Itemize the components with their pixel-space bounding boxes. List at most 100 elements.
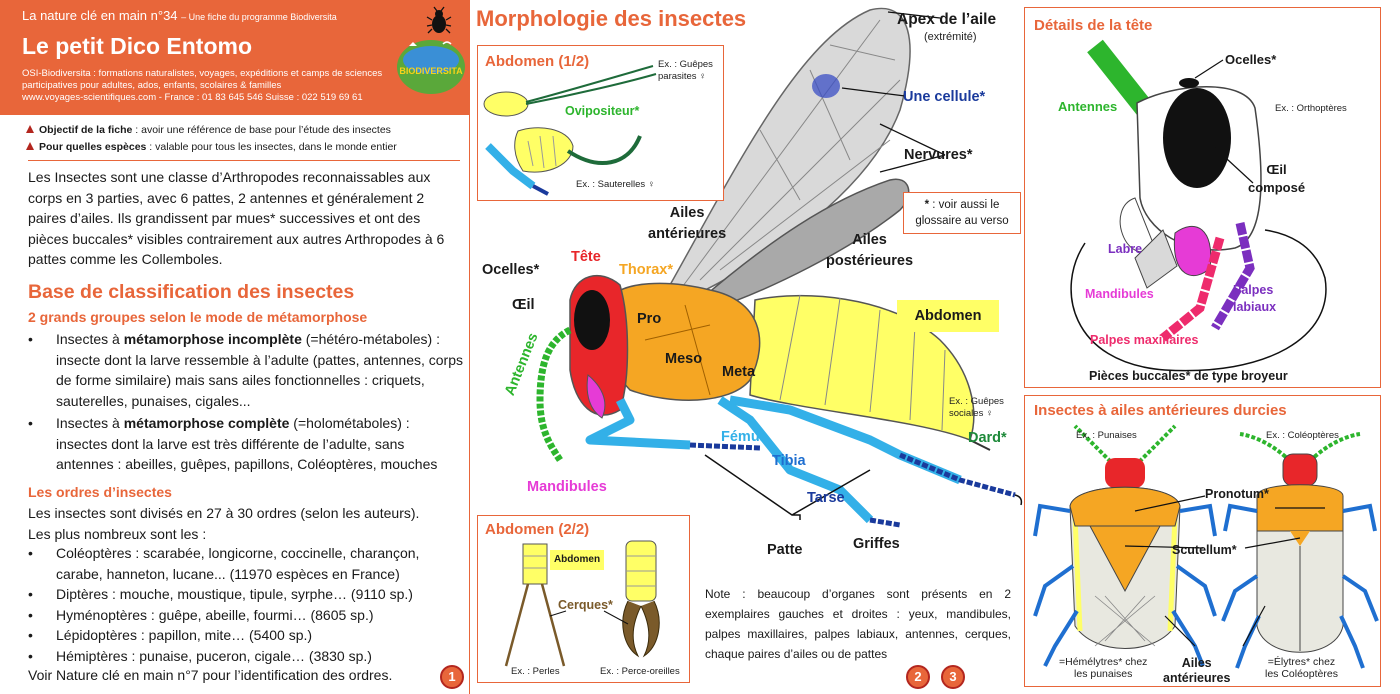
label-ex-perles: Ex. : Perles xyxy=(511,666,560,677)
label-dard: Dard* xyxy=(968,430,1007,446)
orders-intro-line: Les plus nombreux sont les : xyxy=(28,525,207,542)
label-elytres: =Élytres* chez les Coléoptères xyxy=(1265,656,1338,680)
label-ovipositeur: Ovipositeur* xyxy=(565,104,640,118)
label-ocelles-head: Ocelles* xyxy=(1225,52,1277,67)
glossary-note: * : voir aussi le glossaire au verso xyxy=(903,192,1021,234)
label-tibia: Tibia xyxy=(772,453,806,469)
label-scutellum: Scutellum* xyxy=(1172,543,1237,557)
ovipositor-diagram xyxy=(483,65,657,196)
label-palpes-labiaux: Palpes labiaux xyxy=(1233,283,1277,314)
hindwing xyxy=(698,178,910,311)
orders-heading: Les ordres d’insectes xyxy=(28,484,172,500)
morphology-title: Morphologie des insectes xyxy=(476,6,747,31)
cerci-diagram xyxy=(504,540,660,667)
glossary-text: : voir aussi le glossaire au verso xyxy=(915,199,1009,227)
orders-list: Coléoptères : scarabée, longicorne, cocc… xyxy=(28,543,464,666)
item-text: (=holométaboles) : insectes dont la larv… xyxy=(56,415,438,472)
hardened-wings-panel: Insectes à ailes antérieures durcies Ex.… xyxy=(1024,395,1381,687)
label-oeil-compose: Œil composé xyxy=(1248,162,1306,195)
label-labre: Labre xyxy=(1108,242,1143,256)
label-thorax: Thorax* xyxy=(619,262,673,278)
labial-palp xyxy=(1211,222,1255,331)
label-antennes-head: Antennes xyxy=(1058,99,1118,114)
label-pro: Pro xyxy=(637,311,662,327)
divider xyxy=(28,160,460,161)
label-ocelles: Ocelles* xyxy=(482,262,540,278)
compound-eye-detail xyxy=(1163,88,1231,188)
list-item: Diptères : mouche, moustique, tipule, sy… xyxy=(28,584,464,605)
item-bold: métamorphose incomplète xyxy=(123,331,302,347)
thorax-shape xyxy=(605,282,761,401)
label-ailes-anterieures: Ailes antérieures xyxy=(648,205,727,242)
list-item: Insectes à métamorphose complète (=holom… xyxy=(28,413,464,475)
label-ex-perce-oreilles: Ex. : Perce-oreilles xyxy=(600,666,680,677)
series-name: La nature clé en main n°34 xyxy=(22,8,178,23)
classification-heading: Base de classification des insectes xyxy=(28,281,355,303)
objective-text: : avoir une référence de base pour l’étu… xyxy=(132,124,391,136)
species-row: Pour quelles espèces : valable pour tous… xyxy=(26,141,397,153)
page-number-1[interactable]: 1 xyxy=(440,665,464,689)
label-femur: Fémur xyxy=(721,429,766,445)
header-banner: La nature clé en main n°34 – Une fiche d… xyxy=(0,0,470,115)
abdomen-tag: Abdomen xyxy=(550,550,604,570)
label-hemelytres: =Hémélytres* chez les punaises xyxy=(1059,656,1148,680)
morphology-note: Note : beaucoup d’organes sont présents … xyxy=(705,587,1011,661)
label-meta: Meta xyxy=(722,364,756,380)
intro-paragraph: Les Insectes sont une classe d’Arthropod… xyxy=(28,169,445,267)
antenna-shape xyxy=(536,326,572,462)
header-description: OSI-Biodiversita : formations naturalist… xyxy=(22,68,392,104)
wing-cell xyxy=(812,74,840,98)
objective-row: Objectif de la fiche : avoir une référen… xyxy=(26,124,391,136)
list-item: Insectes à métamorphose incomplète (=hét… xyxy=(28,329,464,411)
mid-leg xyxy=(717,396,874,524)
orders-intro: Les insectes sont divisés en 27 à 30 ord… xyxy=(28,503,468,544)
objective-label: Objectif de la fiche xyxy=(39,124,133,136)
panel-title: Détails de la tête xyxy=(1034,17,1153,34)
beetle-icon xyxy=(426,6,452,34)
head-caption: Pièces buccales* de type broyeur xyxy=(1089,369,1288,383)
item-prefix: Insectes à xyxy=(56,415,124,431)
svg-text:BIODIVERSITA: BIODIVERSITA xyxy=(399,66,463,76)
item-text: (=hétéro-métaboles) : insecte dont la la… xyxy=(56,331,464,409)
triangle-icon xyxy=(26,142,34,150)
maxillary-palp xyxy=(1160,236,1225,342)
list-item: Lépidoptères : papillon, mite… (5400 sp.… xyxy=(28,625,464,646)
label-apex: Apex de l’aile xyxy=(897,11,997,28)
label-guepes-parasites: Ex. : Guêpes parasites ♀ xyxy=(658,59,713,82)
label-meso: Meso xyxy=(665,351,703,367)
glossary-star: * xyxy=(924,199,930,211)
panel-title: Abdomen (2/2) xyxy=(485,521,590,538)
page-number-2[interactable]: 2 xyxy=(906,665,930,689)
abdomen-1-panel: Abdomen (1/2) Ex. : Guêpes parasites ♀ O… xyxy=(477,45,724,201)
orders-footer: Voir Nature clé en main n°7 pour l’ident… xyxy=(28,667,393,683)
species-text: : valable pour tous les insectes, dans l… xyxy=(146,141,397,153)
orders-intro-line: Les insectes sont divisés en 27 à 30 ord… xyxy=(28,505,420,521)
label-palpes-maxillaires: Palpes maxillaires xyxy=(1090,333,1199,347)
metamorphosis-list: Insectes à métamorphose incomplète (=hét… xyxy=(28,329,464,475)
bugs-diagram xyxy=(1033,424,1379,669)
label-ex-orthopteres: Ex. : Orthoptères xyxy=(1275,103,1347,114)
column-divider xyxy=(469,0,470,694)
label-pronotum: Pronotum* xyxy=(1205,487,1269,501)
label-ex-coleopteres: Ex. : Coléoptères xyxy=(1266,430,1339,441)
label-griffes: Griffes xyxy=(853,536,900,552)
label-patte: Patte xyxy=(767,542,803,558)
label-ailes-anterieures-durcies: Ailes antérieures xyxy=(1163,656,1231,685)
biodiversita-logo: BIODIVERSITA xyxy=(395,38,467,96)
triangle-icon xyxy=(26,125,34,133)
abdomen-2-panel: Abdomen (2/2) Abdomen Cerques* Ex. : Per… xyxy=(477,515,690,683)
mandible-shape xyxy=(586,374,606,419)
label-ailes-posterieures: Ailes postérieures xyxy=(826,232,914,269)
label-apex-sub: (extrémité) xyxy=(924,31,977,43)
insect-diagram xyxy=(536,7,1023,528)
item-prefix: Insectes à xyxy=(56,331,124,347)
list-item: Coléoptères : scarabée, longicorne, cocc… xyxy=(28,543,464,584)
page-number-3[interactable]: 3 xyxy=(941,665,965,689)
label-cellule: Une cellule* xyxy=(903,89,986,105)
head-diagram xyxy=(1070,39,1327,372)
label-nervures: Nervures* xyxy=(904,147,973,163)
label-abdomen: Abdomen xyxy=(897,300,999,332)
series-line: La nature clé en main n°34 – Une fiche d… xyxy=(22,8,337,23)
label-cerques: Cerques* xyxy=(558,598,613,612)
panel-title: Insectes à ailes antérieures durcies xyxy=(1034,402,1287,419)
